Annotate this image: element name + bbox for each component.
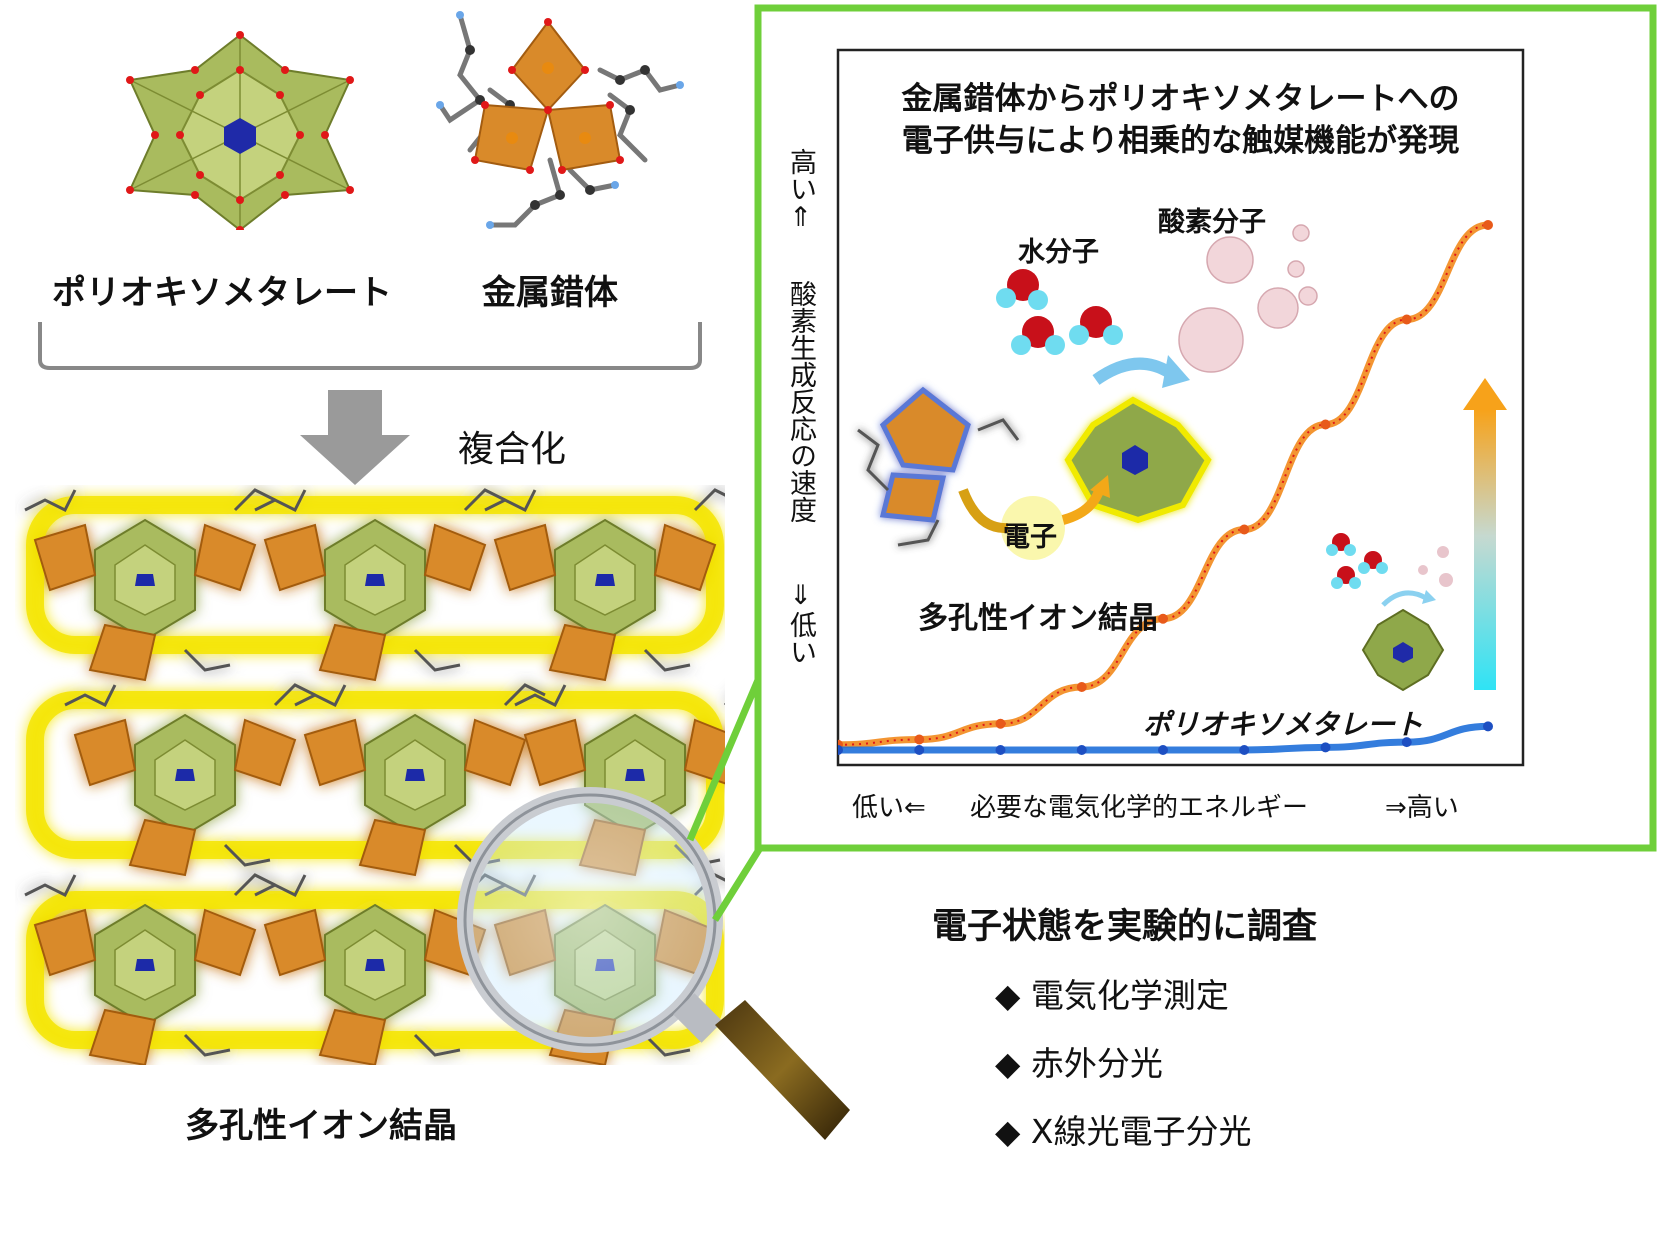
oxygen-molecule-small-icon bbox=[1418, 546, 1453, 587]
porous-ionic-crystal-label: 多孔性イオン結晶 bbox=[185, 1106, 457, 1146]
method-xps: X線光電子分光 bbox=[1030, 1112, 1252, 1151]
list-item: ◆ 電気化学測定 bbox=[995, 962, 1252, 1030]
panel-title-line2: 電子供与により相乗的な触媒機能が発現 bbox=[901, 123, 1460, 159]
data-point-pom bbox=[1158, 745, 1168, 755]
x-axis-high-label: ⇒高い bbox=[1385, 793, 1459, 823]
polyoxometalate-label: ポリオキソメタレート bbox=[52, 273, 392, 313]
water-molecule-small-icon bbox=[1326, 533, 1388, 589]
electron-glow-icon bbox=[1001, 496, 1065, 560]
data-point-pom bbox=[1320, 742, 1331, 753]
data-point-pom bbox=[1483, 721, 1493, 732]
metal-complex-icon bbox=[857, 386, 1020, 547]
data-point-crystal bbox=[995, 718, 1006, 729]
methods-list: ◆ 電気化学測定 ◆ 赤外分光 ◆ X線光電子分光 bbox=[995, 962, 1252, 1166]
water-molecule-icon bbox=[996, 269, 1123, 355]
electron-label: 電子 bbox=[1003, 522, 1057, 553]
down-arrow-icon bbox=[300, 390, 410, 485]
series-dotted-line-crystal bbox=[838, 224, 1489, 746]
data-point-pom bbox=[1076, 745, 1087, 755]
data-point-pom bbox=[838, 745, 843, 755]
x-axis-title: 必要な電気化学的エネルギー bbox=[970, 793, 1309, 823]
data-point-crystal bbox=[1401, 314, 1412, 325]
electron-transfer-arrow-icon bbox=[958, 475, 1110, 534]
data-point-pom bbox=[1401, 737, 1412, 748]
crystal-series-label: 多孔性イオン結晶 bbox=[918, 601, 1158, 636]
metal-complex-structure bbox=[436, 11, 684, 229]
data-point-crystal bbox=[1483, 220, 1493, 230]
oxygen-molecule-icon bbox=[1178, 224, 1318, 373]
panel-title-line1: 金属錯体からポリオキソメタレートへの bbox=[901, 81, 1460, 117]
y-axis-low-label: ⇓低い bbox=[785, 580, 816, 665]
data-point-crystal bbox=[1076, 682, 1087, 692]
water-molecule-label: 水分子 bbox=[1018, 237, 1099, 268]
method-electrochemistry: 電気化学測定 bbox=[1030, 976, 1229, 1015]
data-point-crystal bbox=[914, 734, 925, 745]
reaction-arrow-icon bbox=[1092, 355, 1190, 388]
increase-arrow-icon bbox=[1463, 378, 1507, 690]
data-point-pom bbox=[1239, 745, 1250, 755]
oxygen-molecule-label: 酸素分子 bbox=[1158, 207, 1266, 238]
methods-heading: 電子状態を実験的に調査 bbox=[932, 907, 1318, 947]
list-item: ◆ X線光電子分光 bbox=[995, 1098, 1252, 1166]
data-point-crystal bbox=[1158, 613, 1168, 624]
data-point-pom bbox=[995, 745, 1006, 755]
y-axis-title: 酸素生成反応の速度 bbox=[785, 280, 816, 523]
grouping-bracket bbox=[38, 322, 702, 370]
combination-label: 複合化 bbox=[458, 429, 567, 470]
pom-series-label: ポリオキソメタレート bbox=[1143, 708, 1424, 741]
x-axis-low-label: 低い⇐ bbox=[852, 793, 926, 823]
method-infrared: 赤外分光 bbox=[1030, 1044, 1163, 1083]
oxygen-evolution-chart bbox=[838, 220, 1507, 755]
diamond-bullet-icon: ◆ bbox=[995, 1044, 1021, 1083]
magnifying-glass-icon bbox=[457, 787, 850, 1140]
data-point-crystal bbox=[1239, 524, 1250, 535]
data-point-crystal bbox=[1320, 419, 1331, 430]
diamond-bullet-icon: ◆ bbox=[995, 1112, 1021, 1151]
metal-complex-label: 金属錯体 bbox=[482, 273, 618, 313]
list-item: ◆ 赤外分光 bbox=[995, 1030, 1252, 1098]
y-axis-high-label: 高い⇑ bbox=[785, 148, 816, 233]
diamond-bullet-icon: ◆ bbox=[995, 976, 1021, 1015]
polyoxometalate-structure bbox=[126, 31, 354, 230]
data-point-pom bbox=[914, 745, 925, 755]
polyoxometalate-small-icon bbox=[1361, 590, 1445, 692]
